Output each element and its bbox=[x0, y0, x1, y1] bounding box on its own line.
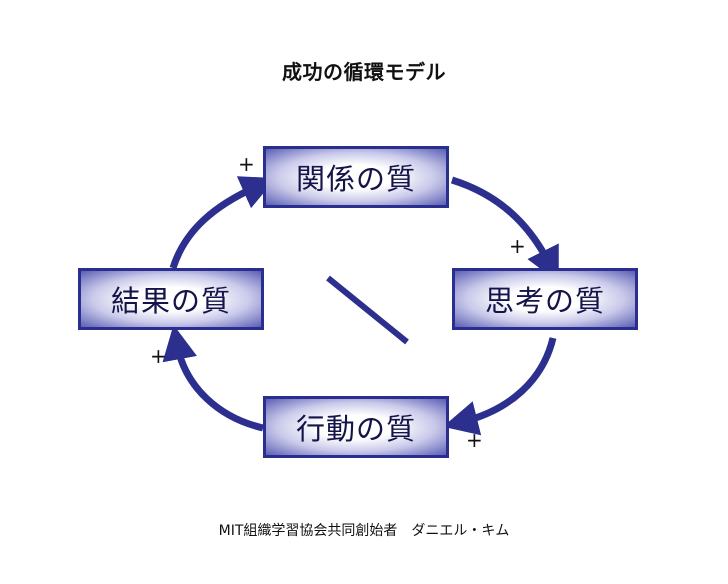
arrow-top-to-right bbox=[450, 176, 559, 283]
diagram-title: 成功の循環モデル bbox=[282, 60, 446, 84]
box-result-quality: 結果の質 bbox=[78, 268, 264, 330]
attribution-footer: MIT組織学習協会共同創始者 ダニエル・キム bbox=[218, 523, 510, 539]
box-thinking-quality: 思考の質 bbox=[452, 268, 638, 330]
box-relationship-quality: 関係の質 bbox=[263, 146, 449, 208]
plus-sign-bottom-right: + bbox=[466, 428, 483, 452]
arrow-right-to-bottom bbox=[442, 337, 557, 436]
box-action-quality: 行動の質 bbox=[263, 396, 449, 458]
plus-sign-top-right: + bbox=[509, 234, 526, 258]
arrow-left-to-top bbox=[169, 176, 276, 270]
plus-sign-bottom-left: + bbox=[150, 344, 167, 368]
center-slash bbox=[326, 275, 409, 345]
plus-sign-top-left: + bbox=[238, 152, 255, 176]
arrow-bottom-to-left bbox=[162, 324, 264, 432]
